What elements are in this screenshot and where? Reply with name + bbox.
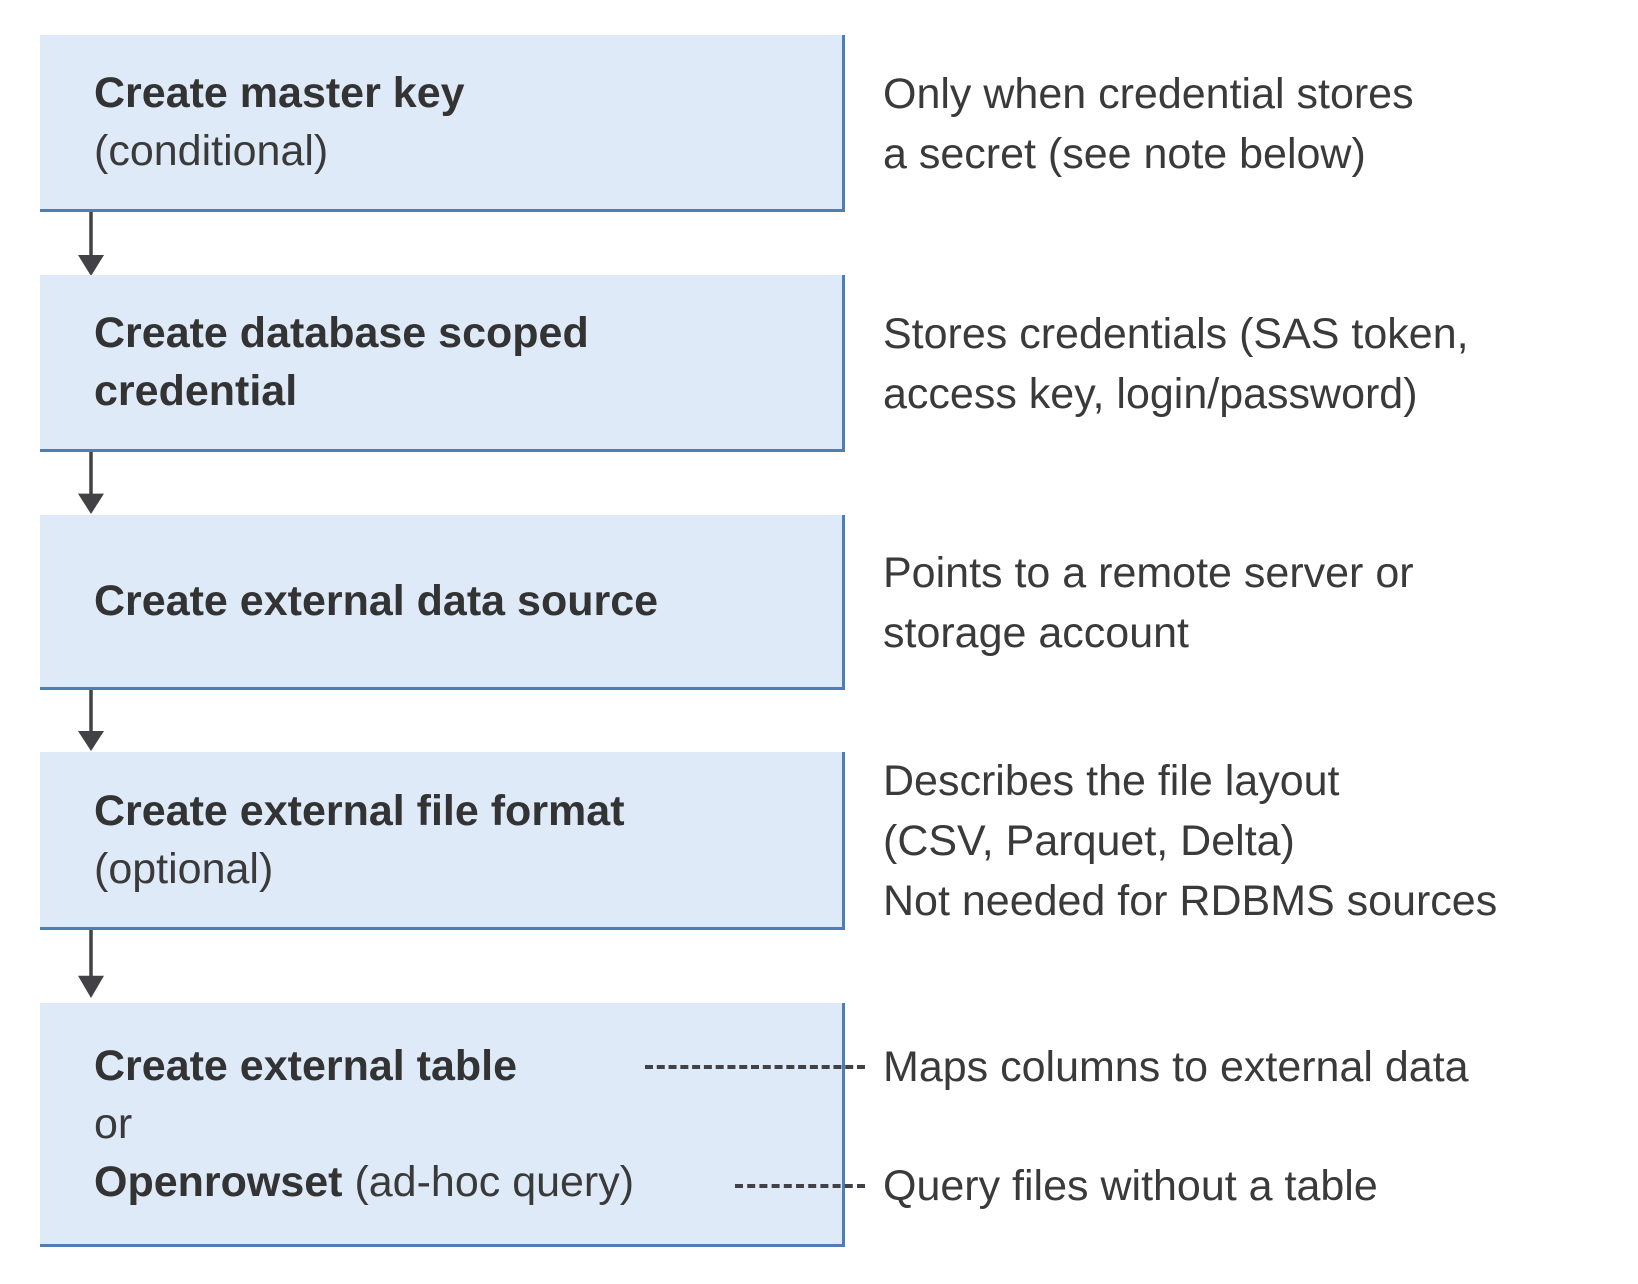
annotation-external-table: Maps columns to external data — [883, 1043, 1469, 1091]
step-row-master-key: Create master key (conditional) Only whe… — [0, 35, 1638, 212]
annotation-openrowset: Query files without a table — [883, 1162, 1378, 1210]
box-title: Create external data source — [94, 577, 659, 625]
step-row-external-table: Create external table or Openrowset (ad-… — [0, 1003, 1638, 1247]
annotation-file-format: Describes the file layout (CSV, Parquet,… — [883, 757, 1498, 925]
flow-box-create-external-table: Create external table or Openrowset (ad-… — [40, 1003, 845, 1247]
box-openrowset-suffix: (ad-hoc query) — [342, 1157, 635, 1206]
flow-box-create-scoped-credential: Create database scoped credential — [40, 275, 845, 452]
flow-box-create-file-format: Create external file format (optional) — [40, 752, 845, 930]
box-title-external-table: Create external table — [94, 1041, 518, 1090]
arrow-down-icon — [77, 212, 105, 276]
annotation-scoped-credential: Stores credentials (SAS token, access ke… — [883, 309, 1469, 418]
flow-box-create-data-source: Create external data source — [40, 515, 845, 690]
annotation-master-key: Only when credential stores a secret (se… — [883, 69, 1414, 178]
step-row-data-source: Create external data source Points to a … — [0, 515, 1638, 690]
arrow-down-icon — [77, 452, 105, 514]
dashed-connector-line — [645, 1065, 865, 1069]
box-title-openrowset: Openrowset — [94, 1157, 343, 1206]
box-subtitle: (conditional) — [94, 127, 329, 175]
box-title: Create external file format — [94, 786, 625, 835]
arrow-down-icon — [77, 690, 105, 751]
box-title: Create database scoped credential — [94, 309, 589, 415]
box-title: Create master key — [94, 69, 465, 117]
arrow-down-icon — [77, 930, 105, 998]
dashed-connector-line — [735, 1184, 865, 1188]
box-subtitle: (optional) — [94, 844, 274, 893]
flow-box-create-master-key: Create master key (conditional) — [40, 35, 845, 212]
step-row-file-format: Create external file format (optional) D… — [0, 752, 1638, 930]
box-or-label: or — [94, 1099, 133, 1148]
annotation-data-source: Points to a remote server or storage acc… — [883, 548, 1414, 657]
step-row-scoped-credential: Create database scoped credential Stores… — [0, 275, 1638, 452]
